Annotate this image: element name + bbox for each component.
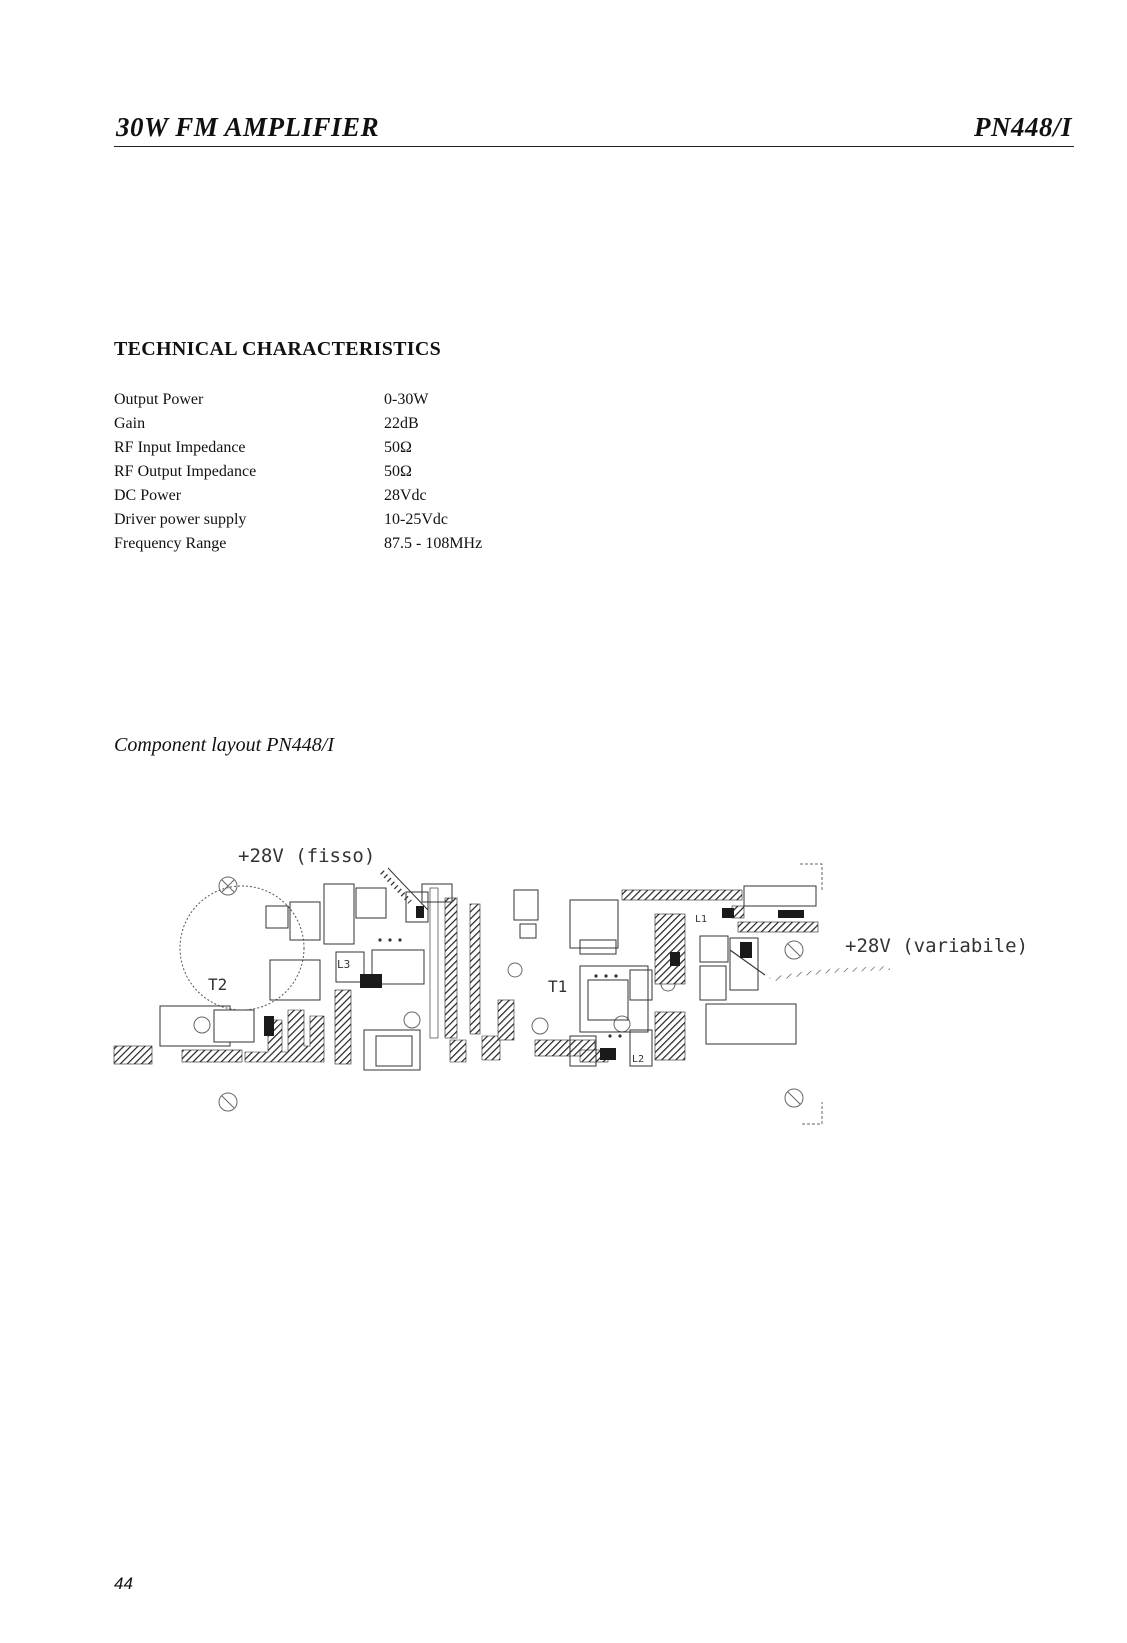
page-header: 30W FM AMPLIFIER PN448/I — [114, 106, 1074, 147]
spec-label: RF Input Impedance — [114, 439, 384, 457]
spec-label: RF Output Impedance — [114, 463, 384, 481]
fixed-supply-label: +28V (fisso) — [238, 845, 375, 867]
document-title: 30W FM AMPLIFIER — [116, 112, 379, 143]
component-layout-diagram: +28V (fisso) +28V (variabile) — [110, 840, 1080, 1190]
figure-caption: Component layout PN448/I — [114, 734, 334, 757]
spec-value: 22dB — [384, 415, 574, 433]
spec-label: Driver power supply — [114, 511, 384, 529]
mounting-holes — [194, 877, 803, 1111]
l2-label: L2 — [632, 1054, 644, 1065]
t2-label: T2 — [208, 975, 227, 994]
t2-core-outline — [180, 886, 304, 1010]
l3-label: L3 — [337, 958, 350, 971]
spec-row-gain: Gain 22dB — [114, 412, 574, 436]
spec-row-output-power: Output Power 0-30W — [114, 388, 574, 412]
spec-value: 28Vdc — [384, 487, 574, 505]
section-title: TECHNICAL CHARACTERISTICS — [114, 338, 441, 361]
spec-row-frequency: Frequency Range 87.5 - 108MHz — [114, 532, 574, 556]
variable-supply-label: +28V (variabile) — [845, 935, 1028, 957]
t1-label: T1 — [548, 977, 567, 996]
pcb-layout-svg: +28V (fisso) +28V (variabile) — [110, 840, 1080, 1190]
spec-row-rf-output: RF Output Impedance 50Ω — [114, 460, 574, 484]
spec-row-dc-power: DC Power 28Vdc — [114, 484, 574, 508]
spec-value: 0-30W — [384, 391, 574, 409]
spec-row-rf-input: RF Input Impedance 50Ω — [114, 436, 574, 460]
spec-value: 10-25Vdc — [384, 511, 574, 529]
spec-value: 50Ω — [384, 439, 574, 457]
spec-label: Frequency Range — [114, 535, 384, 553]
spec-label: Gain — [114, 415, 384, 433]
spec-value: 50Ω — [384, 463, 574, 481]
product-code: PN448/I — [974, 112, 1072, 143]
spec-label: Output Power — [114, 391, 384, 409]
l1-label: L1 — [695, 914, 707, 925]
spec-table: Output Power 0-30W Gain 22dB RF Input Im… — [114, 388, 574, 556]
page-number: 44 — [114, 1574, 133, 1594]
spec-row-driver-supply: Driver power supply 10-25Vdc — [114, 508, 574, 532]
spec-value: 87.5 - 108MHz — [384, 535, 574, 553]
spec-label: DC Power — [114, 487, 384, 505]
